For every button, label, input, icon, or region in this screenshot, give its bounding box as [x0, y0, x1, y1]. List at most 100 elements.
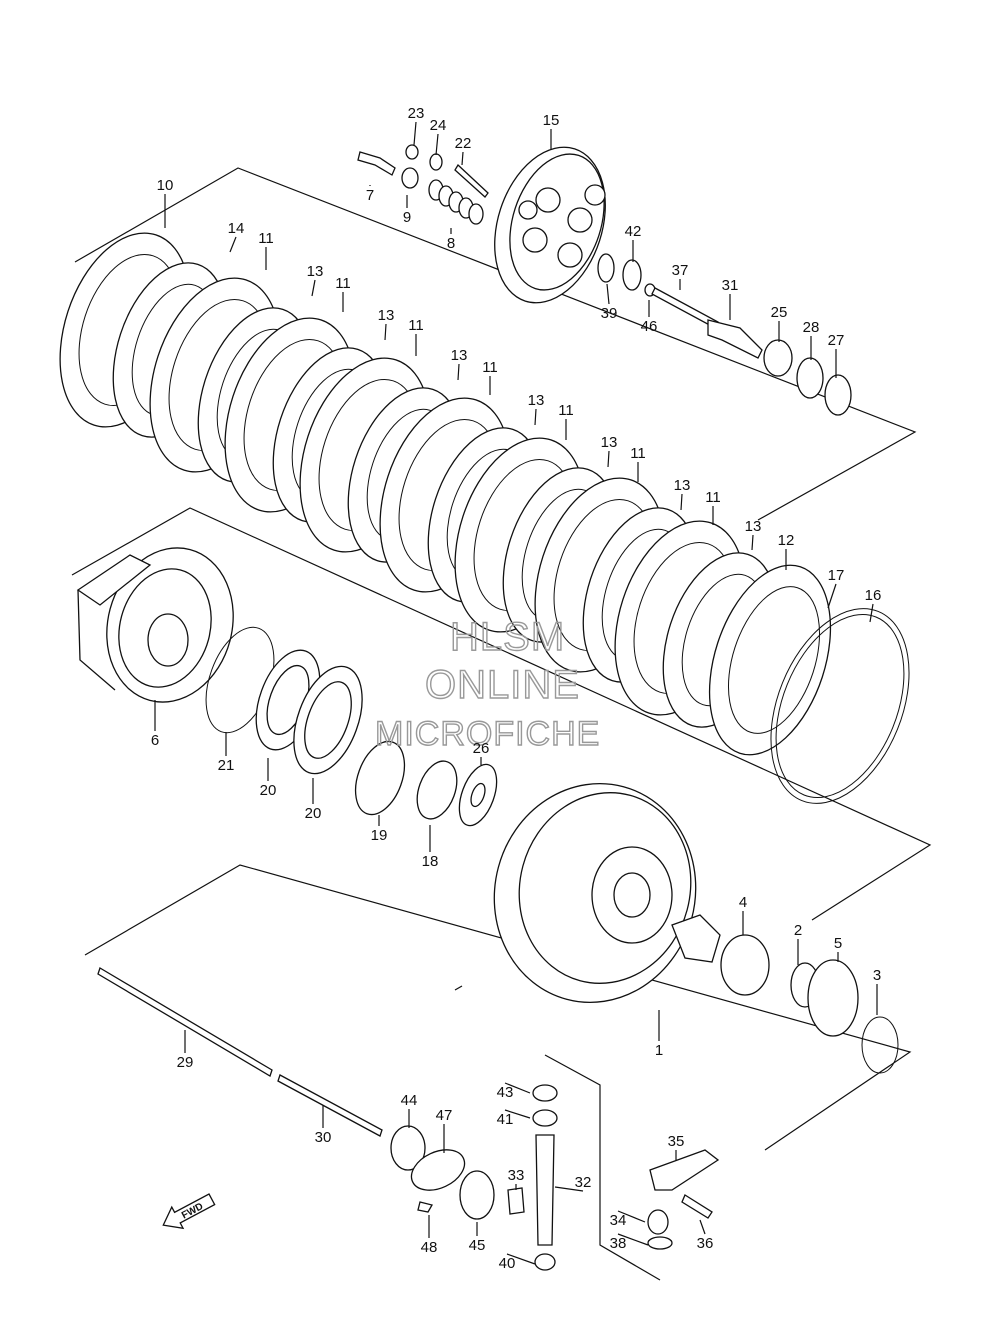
- callout-label-14: 14: [228, 220, 245, 237]
- callout-label-1: 1: [655, 1042, 663, 1059]
- callout-label-12: 12: [778, 532, 795, 549]
- bolt-7: [357, 151, 396, 176]
- callout-label-26: 26: [473, 740, 490, 757]
- callout-label-16: 16: [865, 587, 882, 604]
- callout-label-38: 38: [610, 1235, 627, 1252]
- callout-label-30: 30: [315, 1129, 332, 1146]
- callout-label-46: 46: [641, 318, 658, 335]
- circlip-3: [861, 1016, 899, 1074]
- callout-label-18: 18: [422, 853, 439, 870]
- leader-line-13: [384, 323, 387, 341]
- callout-label-13: 13: [674, 477, 691, 494]
- callout-label-21: 21: [218, 757, 235, 774]
- callout-label-11: 11: [705, 489, 721, 506]
- clutch-plate: [708, 564, 832, 756]
- middle-parts: [205, 626, 498, 827]
- bearing-5: [807, 959, 859, 1037]
- callout-label-20: 20: [260, 782, 277, 799]
- callout-label-13: 13: [601, 434, 618, 451]
- washer-39: [597, 253, 615, 283]
- callout-label-19: 19: [371, 827, 388, 844]
- plate-47: [410, 1149, 466, 1191]
- washer-38: [647, 1236, 673, 1250]
- seal-43: [532, 1084, 558, 1102]
- callout-label-24: 24: [430, 117, 447, 134]
- callout-label-3: 3: [873, 967, 881, 984]
- leader-line-24: [435, 133, 439, 156]
- callout-label-8: 8: [447, 235, 455, 252]
- leader-line-41: [504, 1109, 531, 1119]
- callout-label-11: 11: [558, 402, 574, 419]
- callout-label-5: 5: [834, 935, 842, 952]
- leader-line-13: [680, 493, 683, 511]
- callout-label-13: 13: [745, 518, 762, 535]
- callout-label-40: 40: [499, 1255, 516, 1272]
- arm-35: [649, 1149, 720, 1191]
- callout-label-36: 36: [697, 1235, 714, 1252]
- release-group: [597, 253, 852, 416]
- ring-16-inner: [775, 613, 905, 799]
- bolt-48: [417, 1201, 433, 1213]
- callout-label-33: 33: [508, 1167, 525, 1184]
- leader-line-17: [827, 583, 837, 609]
- frame-top: [74, 167, 917, 521]
- callout-label-34: 34: [610, 1212, 627, 1229]
- callout-label-6: 6: [151, 732, 159, 749]
- callout-label-31: 31: [722, 277, 739, 294]
- callout-label-28: 28: [803, 319, 820, 336]
- bearing-41: [532, 1109, 558, 1127]
- leader-lines: [154, 121, 878, 1265]
- nut-25: [763, 339, 793, 377]
- callout-label-7: 7: [366, 187, 374, 204]
- callout-label-15: 15: [543, 112, 560, 129]
- callout-label-43: 43: [497, 1084, 514, 1101]
- nut-23: [405, 144, 419, 160]
- frame-middle: [71, 507, 932, 921]
- spring-bolt-group: [357, 144, 489, 225]
- leader-line-16: [869, 603, 874, 623]
- leader-line-40: [506, 1253, 536, 1265]
- rod-31: [707, 319, 763, 359]
- leader-line-13: [607, 450, 610, 468]
- frame-bottom-tick: [454, 985, 463, 991]
- bearing-40: [534, 1253, 556, 1271]
- callout-label-13: 13: [528, 392, 545, 409]
- callout-label-32: 32: [575, 1174, 592, 1191]
- callout-label-25: 25: [771, 304, 788, 321]
- leader-line-22: [461, 151, 464, 166]
- leader-line-43: [504, 1082, 531, 1094]
- callout-labels: 1014111311131113111311131113111312171623…: [151, 105, 882, 1272]
- watermark: HLSM ONLINE MICROFICHE: [374, 614, 600, 753]
- callout-label-44: 44: [401, 1092, 418, 1109]
- leader-line-32: [554, 1186, 584, 1192]
- leader-line-38: [617, 1233, 649, 1246]
- seal-45: [459, 1170, 495, 1220]
- washer-27: [824, 374, 852, 416]
- bearing-42: [622, 259, 642, 291]
- leader-line-13: [311, 279, 316, 297]
- watermark-line-3: MICROFICHE: [375, 715, 600, 753]
- part-19: [354, 740, 406, 816]
- callout-label-11: 11: [630, 445, 646, 462]
- rod-22: [454, 163, 489, 198]
- callout-label-11: 11: [408, 317, 424, 334]
- clutch-hub-6: [76, 547, 234, 703]
- seal-44: [390, 1125, 426, 1171]
- callout-label-35: 35: [668, 1133, 685, 1150]
- release-arm-group: [390, 1054, 720, 1281]
- washer-28: [796, 357, 824, 399]
- callout-label-11: 11: [335, 275, 351, 292]
- spring-8: [428, 179, 484, 225]
- callout-label-47: 47: [436, 1107, 453, 1124]
- spring-34: [647, 1209, 669, 1235]
- callout-label-13: 13: [451, 347, 468, 364]
- callout-label-13: 13: [378, 307, 395, 324]
- callout-label-9: 9: [403, 209, 411, 226]
- callout-label-27: 27: [828, 332, 845, 349]
- callout-label-41: 41: [497, 1111, 514, 1128]
- callout-label-23: 23: [408, 105, 425, 122]
- bearing-4: [720, 934, 770, 996]
- rod-29: [97, 967, 273, 1077]
